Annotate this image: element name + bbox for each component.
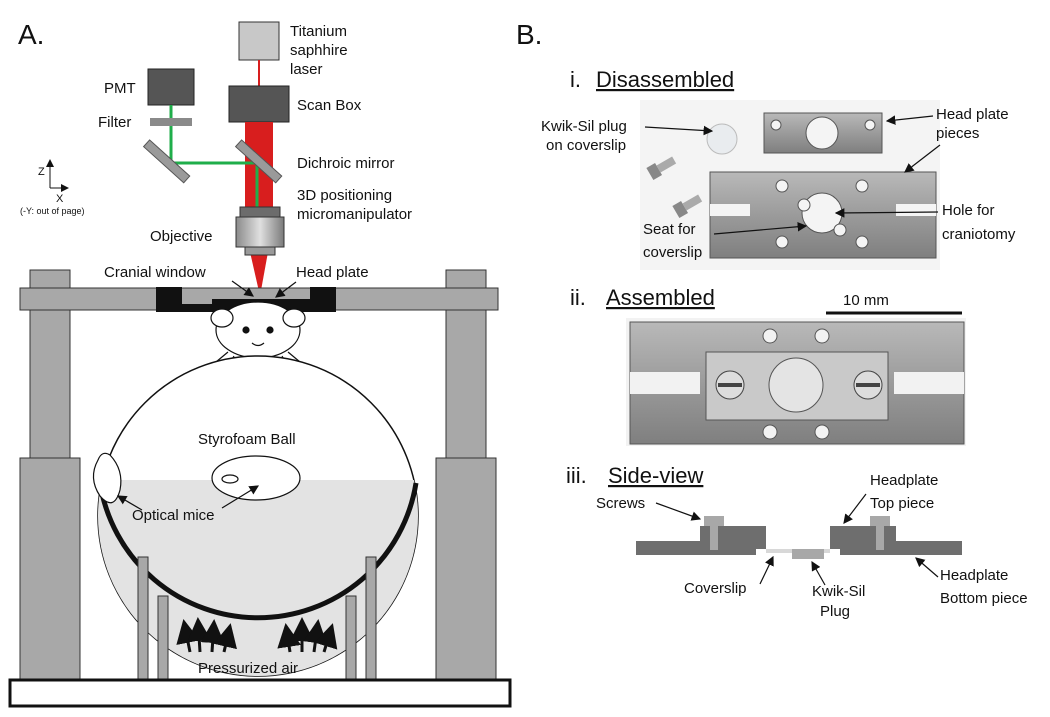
dichroic-label: Dichroic mirror: [297, 155, 395, 172]
pieces-arrow-top: [885, 115, 934, 125]
optical-mouse-left: [92, 452, 122, 504]
seat-label-2: coverslip: [643, 244, 702, 261]
hole-arrow: [834, 208, 939, 218]
panel-b-letter: B.: [516, 19, 542, 50]
sec1-title: Disassembled: [596, 67, 734, 92]
kwik-sil-arrow: [811, 560, 826, 586]
top-piece-arrow: [843, 493, 867, 524]
head-plate-arrow: [275, 281, 297, 298]
cranial-window-label: Cranial window: [104, 264, 206, 281]
side-view-diagram: [636, 516, 962, 559]
optical-mouse-bottom: [211, 455, 301, 501]
fold-mirror: [142, 139, 191, 184]
bottom-piece-label-1: Headplate: [940, 567, 1008, 584]
optical-mice-arrow-right: [221, 485, 260, 509]
head-plate-holder: [156, 287, 336, 312]
head-plate-label: Head plate: [296, 264, 369, 281]
sec2-number: ii.: [570, 285, 586, 310]
filter-label: Filter: [98, 114, 131, 131]
axes-indicator: [46, 159, 69, 192]
axis-z-label: Z: [38, 166, 45, 178]
seat-arrow: [713, 221, 808, 235]
ball-label: Styrofoam Ball: [198, 431, 296, 448]
objective-label: Objective: [150, 228, 213, 245]
pmt-label: PMT: [104, 80, 136, 97]
hole-label-2: craniotomy: [942, 226, 1016, 243]
optical-mice-label: Optical mice: [132, 507, 215, 524]
pieces-arrow-bottom: [904, 144, 941, 173]
dichroic-mirror: [234, 139, 283, 184]
disassembled-photo: [640, 100, 940, 270]
screws-arrow: [655, 502, 702, 521]
scale-label: 10 mm: [843, 292, 889, 309]
axis-x-label: X: [56, 193, 64, 205]
laser-label-1: Titanium: [290, 23, 347, 40]
kwik-plug-label-1: Kwik-Sil plug: [541, 118, 627, 135]
optical-mice-arrow-left: [116, 495, 143, 511]
cranial-window-arrow: [231, 280, 254, 297]
laser-focus-cone: [250, 252, 268, 296]
sec3-number: iii.: [566, 463, 587, 488]
air-arrows: [176, 617, 338, 653]
base-platform: [8, 678, 512, 708]
optical-mouse-sensor: [221, 474, 239, 484]
panel-a-letter: A.: [18, 19, 44, 50]
screws-label: Screws: [596, 495, 645, 512]
sec2-title: Assembled: [606, 285, 715, 310]
seat-label-1: Seat for: [643, 221, 696, 238]
coverslip-arrow: [759, 555, 774, 585]
top-piece-label-1: Headplate: [870, 472, 938, 489]
mouse: [210, 301, 306, 367]
coverslip-label: Coverslip: [684, 580, 747, 597]
laser-label-3: laser: [290, 61, 323, 78]
head-plate-pieces-label-2: pieces: [936, 125, 979, 142]
bottom-piece-label-2: Bottom piece: [940, 590, 1028, 607]
kwik-plug-arrow: [644, 125, 714, 136]
bottom-piece-arrow: [915, 557, 939, 578]
support-frame: [19, 269, 499, 681]
positioning-label-2: micromanipulator: [297, 206, 412, 223]
air-label: Pressurized air: [198, 660, 298, 677]
pmt-box: [147, 68, 195, 106]
top-piece-label-2: Top piece: [870, 495, 934, 512]
sec1-number: i.: [570, 67, 581, 92]
axis-y-note: (-Y: out of page): [20, 206, 85, 216]
laser-box: [238, 21, 280, 61]
scan-box: [228, 85, 290, 123]
objective-lens: [235, 206, 285, 256]
scan-box-label: Scan Box: [297, 97, 362, 114]
kwik-plug-label-2: on coverslip: [546, 137, 626, 154]
kwik-sil-label-2: Plug: [820, 603, 850, 620]
laser-label-2: saphhire: [290, 42, 348, 59]
hole-label-1: Hole for: [942, 202, 995, 219]
sec3-title: Side-view: [608, 463, 703, 488]
filter: [150, 118, 192, 126]
assembled-photo: [626, 318, 966, 446]
kwik-sil-label-1: Kwik-Sil: [812, 583, 865, 600]
positioning-label-1: 3D positioning: [297, 187, 392, 204]
head-plate-pieces-label-1: Head plate: [936, 106, 1009, 123]
